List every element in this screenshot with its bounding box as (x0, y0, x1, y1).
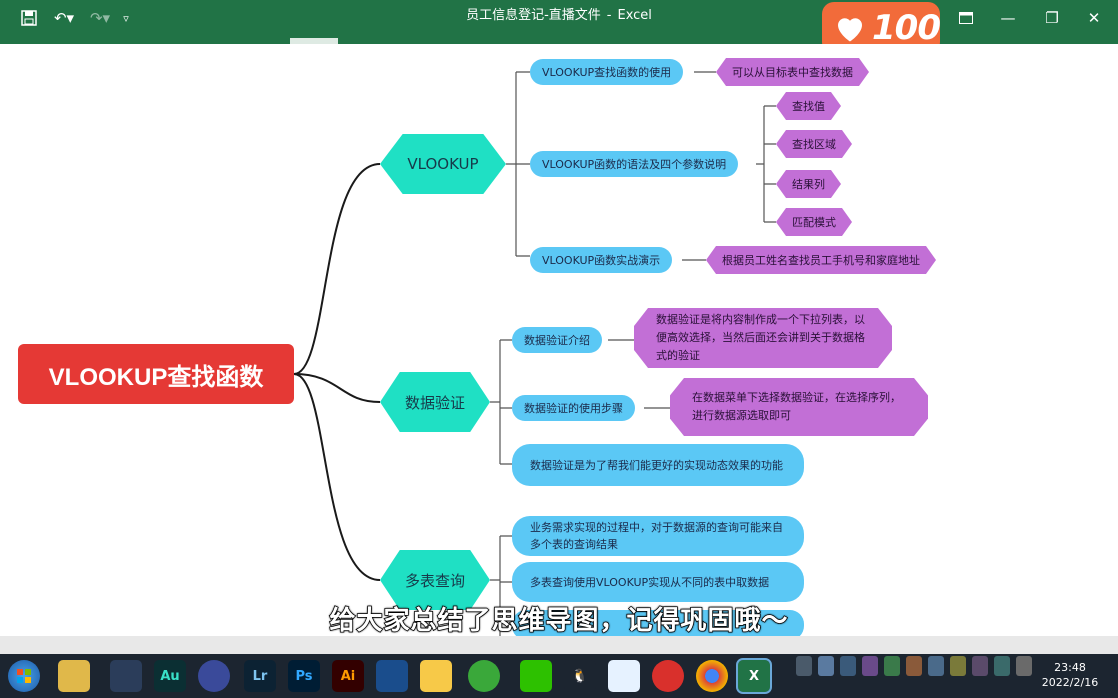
clock-time: 23:48 (1054, 661, 1086, 674)
detail-dv-steps[interactable]: 在数据菜单下选择数据验证，在选择序列，进行数据源选取即可 (670, 378, 928, 436)
ribbon-tab-indicator (290, 38, 338, 44)
tray-icon-9[interactable] (972, 656, 988, 676)
topic-multi-table-vlookup[interactable]: 多表查询使用VLOOKUP实现从不同的表中取数据 (512, 562, 804, 602)
lightroom-icon[interactable]: Lr (244, 660, 276, 692)
app-name: Excel (617, 8, 652, 23)
folder-icon[interactable] (58, 660, 90, 692)
start-button[interactable] (8, 660, 40, 692)
undo-icon[interactable]: ↶▾ (53, 9, 75, 27)
topic-multi-table-more[interactable] (512, 610, 804, 640)
notes-app-icon[interactable] (420, 660, 452, 692)
tray-icon-1[interactable] (796, 656, 812, 676)
redo-icon[interactable]: ↷▾ (89, 9, 111, 27)
tray-icon-8[interactable] (950, 656, 966, 676)
chrome-icon[interactable] (696, 660, 728, 692)
taskbar-clock[interactable]: 23:48 2022/2/16 (1040, 660, 1100, 690)
topic-vlookup-syntax[interactable]: VLOOKUP函数的语法及四个参数说明 (530, 151, 739, 177)
param-lookup-range[interactable]: 查找区域 (776, 130, 852, 158)
browser-icon[interactable] (376, 660, 408, 692)
param-match-mode[interactable]: 匹配模式 (776, 208, 852, 236)
video-subtitle: 给大家总结了思维导图，记得巩固哦～ (329, 605, 789, 637)
param-result-column[interactable]: 结果列 (776, 170, 841, 198)
mindmap-canvas: VLOOKUP查找函数 VLOOKUP 数据验证 多表查询 VLOOKUP查找函… (0, 44, 1118, 654)
like-count: 100 (872, 8, 941, 48)
tray-icon-7[interactable] (928, 656, 944, 676)
photoshop-icon[interactable]: Ps (288, 660, 320, 692)
file-name: 员工信息登记-直播文件 (466, 8, 601, 23)
tray-icon-2[interactable] (818, 656, 834, 676)
audition-icon[interactable]: Au (154, 660, 186, 692)
clock-date: 2022/2/16 (1041, 676, 1099, 689)
tray-icon-4[interactable] (862, 656, 878, 676)
tray-icon-3[interactable] (840, 656, 856, 676)
topic-dv-intro[interactable]: 数据验证介绍 (512, 327, 602, 353)
title-bar: ↶▾ ↷▾ ▿ 员工信息登记-直播文件-Excel — ❐ ✕ (0, 0, 1118, 44)
topic-dv-steps[interactable]: 数据验证的使用步骤 (512, 395, 635, 421)
excel-taskbar-icon[interactable]: X (736, 658, 772, 694)
green-app-icon[interactable] (468, 660, 500, 692)
tray-icon-10[interactable] (994, 656, 1010, 676)
customize-toolbar-icon[interactable]: ▿ (123, 11, 129, 25)
topic-multi-table-need[interactable]: 业务需求实现的过程中，对于数据源的查询可能来自多个表的查询结果 (512, 516, 804, 556)
illustrator-icon[interactable]: Ai (332, 660, 364, 692)
tray-icon-6[interactable] (906, 656, 922, 676)
heart-icon (838, 18, 863, 42)
close-icon[interactable]: ✕ (1087, 9, 1101, 27)
topic-dv-purpose[interactable]: 数据验证是为了帮我们能更好的实现动态效果的功能 (512, 444, 804, 486)
cloud-app-icon[interactable] (608, 660, 640, 692)
branch-vlookup[interactable]: VLOOKUP (380, 134, 506, 194)
circle-app-icon[interactable] (198, 660, 230, 692)
tray-icon-5[interactable] (884, 656, 900, 676)
topic-vlookup-usage[interactable]: VLOOKUP查找函数的使用 (530, 59, 684, 85)
maximize-icon[interactable]: ❐ (1045, 9, 1059, 27)
branch-data-validation[interactable]: 数据验证 (380, 372, 490, 432)
music-app-icon[interactable] (652, 660, 684, 692)
wechat-icon[interactable] (520, 660, 552, 692)
detail-dv-intro[interactable]: 数据验证是将内容制作成一个下拉列表，以便高效选择，当然后面还会讲到关于数据格式的… (634, 308, 892, 368)
param-lookup-value[interactable]: 查找值 (776, 92, 841, 120)
topic-vlookup-demo[interactable]: VLOOKUP函数实战演示 (530, 247, 673, 273)
title-separator: - (606, 8, 612, 23)
mindmap-connectors (293, 71, 776, 644)
app-icon[interactable] (110, 660, 142, 692)
branch-multi-table[interactable]: 多表查询 (380, 550, 490, 610)
save-icon[interactable] (18, 8, 40, 28)
sheet-status-strip (0, 636, 1118, 654)
window-title: 员工信息登记-直播文件-Excel (0, 0, 1118, 32)
ribbon-display-icon[interactable] (956, 8, 976, 28)
detail-vlookup-usage[interactable]: 可以从目标表中查找数据 (716, 58, 869, 86)
minimize-icon[interactable]: — (1000, 9, 1016, 27)
root-node[interactable]: VLOOKUP查找函数 (18, 344, 294, 404)
detail-vlookup-demo[interactable]: 根据员工姓名查找员工手机号和家庭地址 (706, 246, 936, 274)
qq-icon[interactable]: 🐧 (564, 660, 596, 692)
tray-icon-11[interactable] (1016, 656, 1032, 676)
